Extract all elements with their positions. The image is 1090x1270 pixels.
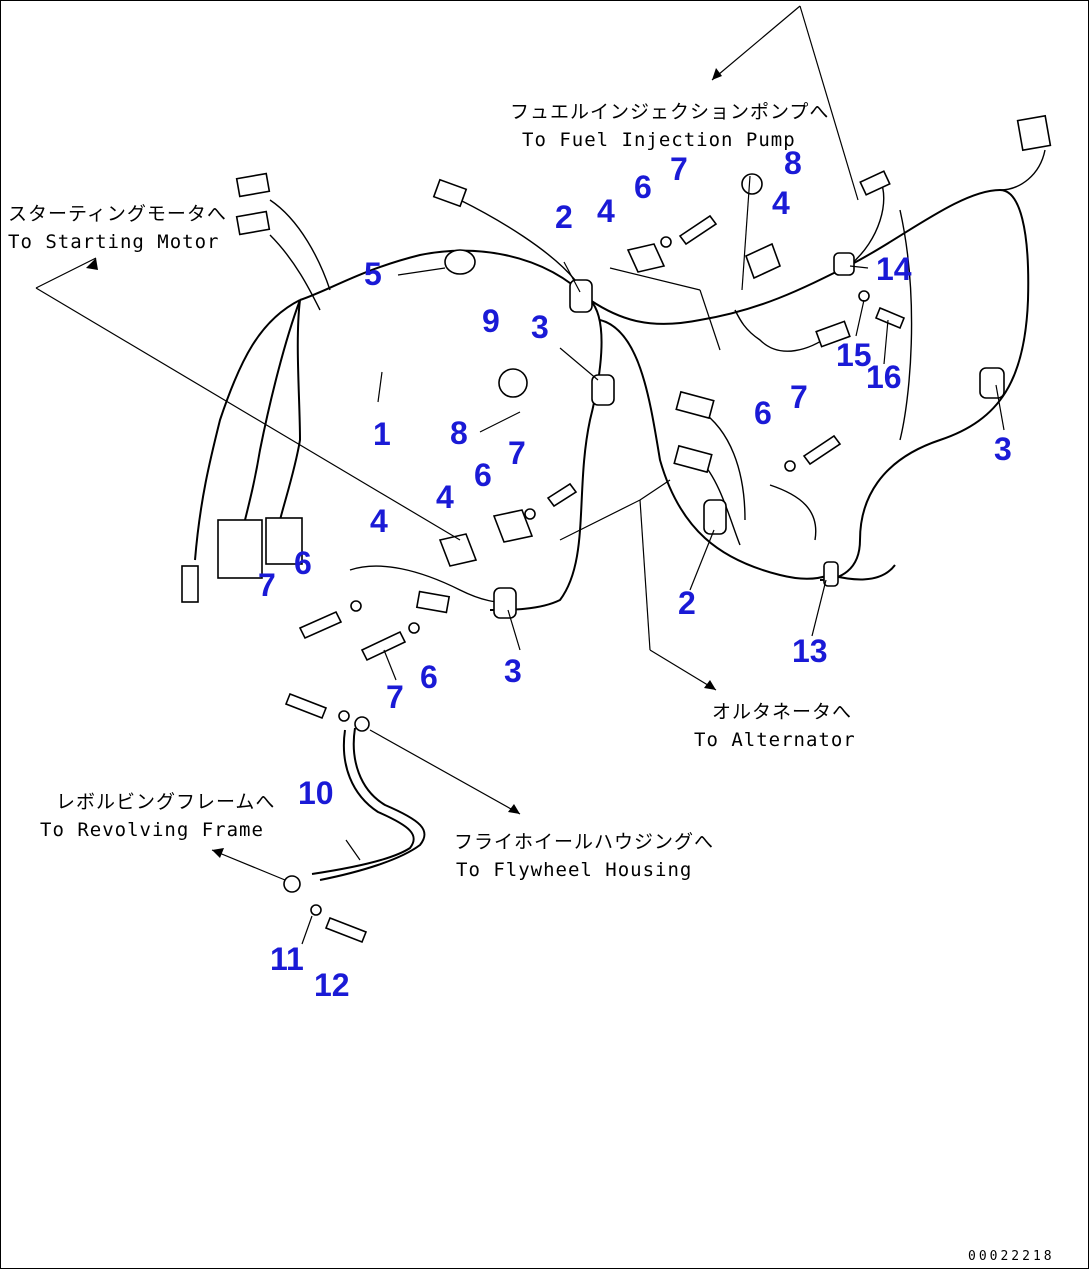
- callout-5: 5: [364, 256, 382, 292]
- document-number: 00022218: [968, 1249, 1055, 1264]
- flywheel-label-en: To Flywheel Housing: [456, 859, 692, 881]
- callout-6: 6: [474, 457, 492, 493]
- ground-cable: [283, 716, 426, 893]
- callout-11: 11: [270, 941, 304, 977]
- callout-6: 6: [420, 659, 438, 695]
- destination-labels: フュエルインジェクションポンプへ To Fuel Injection Pump …: [8, 101, 856, 881]
- alternator-label-en: To Alternator: [694, 729, 856, 751]
- fuel-pump-label-en: To Fuel Injection Pump: [522, 129, 796, 151]
- callout-6: 6: [294, 545, 312, 581]
- callout-9: 9: [482, 303, 500, 339]
- revolving-frame-label-ja: レボルビングフレームへ: [56, 791, 275, 813]
- leader-lines: [35, 5, 1005, 945]
- callout-14: 14: [876, 251, 912, 287]
- callout-2: 2: [678, 585, 696, 621]
- callout-7: 7: [790, 379, 808, 415]
- callout-3: 3: [531, 309, 549, 345]
- callout-10: 10: [298, 775, 334, 811]
- fuel-pump-label-ja: フュエルインジェクションポンプへ: [510, 101, 829, 123]
- alternator-label-ja: オルタネータへ: [712, 701, 852, 723]
- callout-4: 4: [597, 193, 615, 229]
- callout-4: 4: [772, 185, 790, 221]
- callout-7: 7: [386, 679, 404, 715]
- clamps-and-brackets: [438, 242, 1005, 619]
- callout-8: 8: [450, 415, 468, 451]
- connectors: [181, 114, 1052, 614]
- callout-12: 12: [314, 967, 350, 1003]
- callout-3: 3: [504, 653, 522, 689]
- revolving-frame-label-en: To Revolving Frame: [40, 819, 264, 841]
- callout-7: 7: [670, 151, 688, 187]
- starting-motor-label-ja: スターティングモータへ: [8, 203, 227, 225]
- arrowheads: [86, 68, 722, 858]
- flywheel-label-ja: フライホイールハウジングへ: [454, 831, 714, 853]
- callout-4: 4: [436, 479, 454, 515]
- callout-7: 7: [258, 567, 276, 603]
- callout-16: 16: [866, 359, 902, 395]
- fasteners: [284, 214, 906, 944]
- callout-3: 3: [994, 431, 1012, 467]
- callout-8: 8: [784, 145, 802, 181]
- callout-7: 7: [508, 435, 526, 471]
- callout-6: 6: [754, 395, 772, 431]
- callout-13: 13: [792, 633, 828, 669]
- starting-motor-label-en: To Starting Motor: [8, 231, 219, 253]
- callout-4: 4: [370, 503, 388, 539]
- callout-1: 1: [373, 416, 391, 452]
- part-callouts: 1 2 2 3 3 3 4 4 4 4 5 6 6 6 6 6 7 7 7 7 …: [258, 145, 1012, 1003]
- main-harness: [194, 149, 1046, 611]
- callout-15: 15: [836, 337, 872, 373]
- callout-2: 2: [555, 199, 573, 235]
- callout-6: 6: [634, 169, 652, 205]
